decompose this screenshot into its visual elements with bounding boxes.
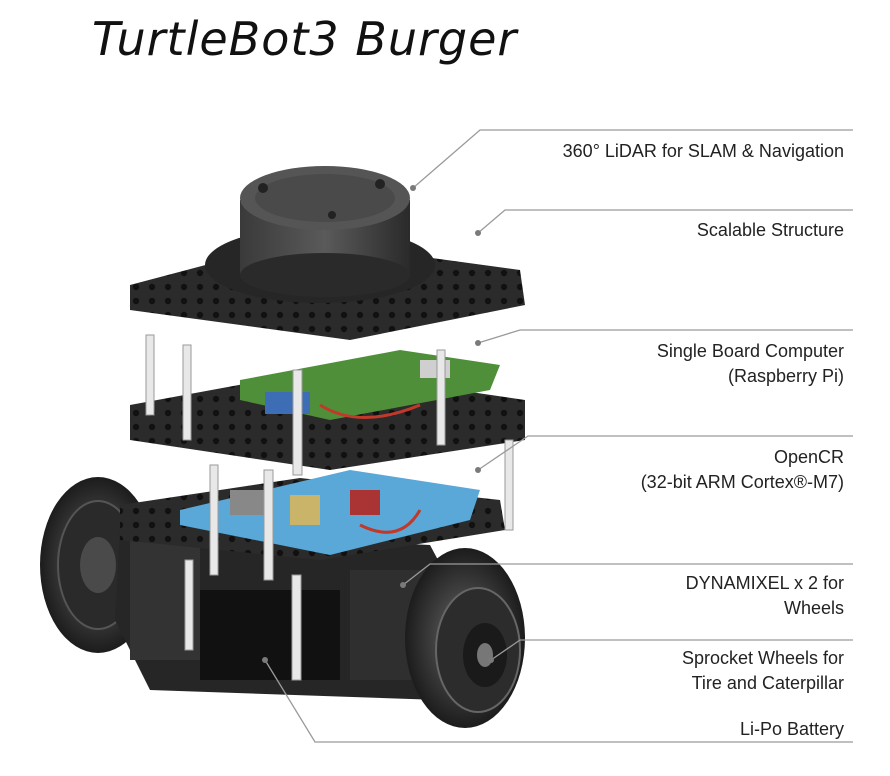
callout-sprocket-wheels-line1: Sprocket Wheels for (681, 648, 844, 668)
callout-dynamixel-line1: DYNAMIXEL x 2 for (685, 573, 844, 593)
callout-lipo-battery-line1: Li-Po Battery (739, 719, 844, 739)
callout-sbc: Single Board Computer (Raspberry Pi) (657, 339, 844, 389)
callout-opencr-line2: (32-bit ARM Cortex®-M7) (640, 472, 844, 492)
leader-dots (262, 185, 494, 663)
callout-sprocket-wheels: Sprocket Wheels for Tire and Caterpillar (682, 646, 844, 696)
standoffs (145, 334, 514, 681)
callout-scalable-structure-line1: Scalable Structure (696, 220, 844, 240)
callout-dynamixel: DYNAMIXEL x 2 for Wheels (686, 571, 844, 621)
callout-dynamixel-line2: Wheels (783, 598, 844, 618)
opencr-board (180, 470, 480, 555)
callout-scalable-structure: Scalable Structure (697, 218, 844, 243)
callout-sprocket-wheels-line2: Tire and Caterpillar (691, 673, 844, 693)
callout-lidar: 360° LiDAR for SLAM & Navigation (563, 139, 844, 164)
leader-lines (264, 129, 853, 743)
callout-opencr: OpenCR (32-bit ARM Cortex®-M7) (641, 445, 844, 495)
right-wheel (405, 548, 525, 728)
lower-chassis (115, 530, 470, 700)
callout-opencr-line1: OpenCR (773, 447, 844, 467)
diagram-title: TurtleBot3 Burger (92, 12, 518, 66)
lidar-sensor (205, 166, 435, 303)
callout-sbc-line1: Single Board Computer (656, 341, 844, 361)
callout-lipo-battery: Li-Po Battery (740, 717, 844, 742)
callout-lidar-line1: 360° LiDAR for SLAM & Navigation (562, 141, 844, 161)
callout-sbc-line2: (Raspberry Pi) (727, 366, 844, 386)
